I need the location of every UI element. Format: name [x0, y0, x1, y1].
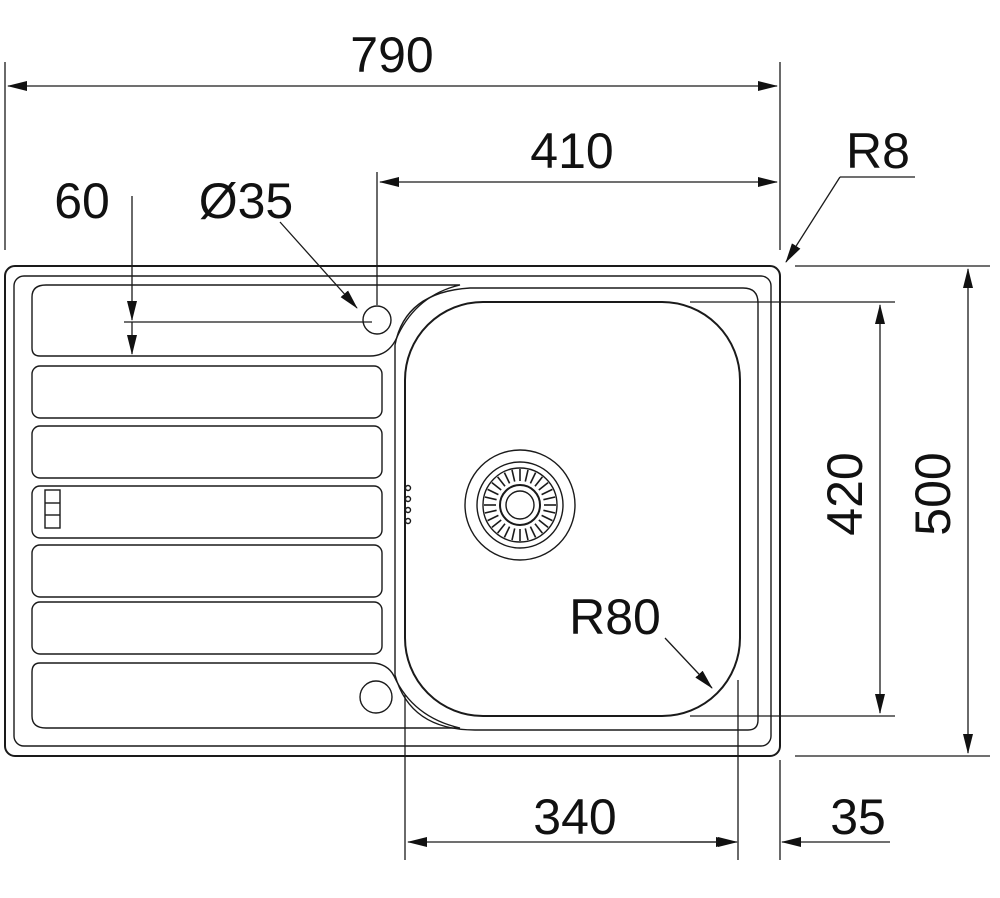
strainer	[464, 449, 576, 561]
sink-body	[4, 265, 781, 757]
strainer-slot	[491, 519, 502, 529]
dim-overall-depth: 500	[795, 265, 990, 757]
label-tap-hole: Ø35	[199, 173, 294, 229]
strainer-slot	[534, 476, 544, 487]
drainer-groove-5	[31, 601, 383, 655]
strainer-slot	[487, 514, 499, 522]
strainer-slot	[524, 528, 529, 541]
strainer-slot	[534, 523, 544, 534]
overflow-slot	[44, 489, 61, 529]
label-r8: R8	[846, 123, 910, 179]
drainer-groove-2	[31, 425, 383, 479]
dim-corner-radius: R8	[785, 123, 915, 263]
label-60: 60	[54, 173, 110, 229]
strainer-slot	[491, 481, 502, 491]
label-500: 500	[905, 452, 961, 535]
drainer-groove-1	[31, 365, 383, 419]
strainer-slot	[484, 496, 497, 501]
label-420: 420	[817, 452, 873, 535]
strainer-slot	[529, 472, 537, 484]
overflow-holes	[404, 484, 412, 525]
strainer-slot	[524, 469, 529, 482]
strainer-slot	[543, 496, 556, 501]
dim-bowl-width: 340	[404, 680, 739, 860]
strainer-slot	[511, 528, 516, 541]
label-340: 340	[533, 789, 616, 845]
label-r80: R80	[569, 589, 661, 645]
strainer-slot	[487, 488, 499, 496]
label-410: 410	[530, 123, 613, 179]
strainer-slot	[484, 509, 497, 514]
sink-outer-outline	[4, 265, 781, 757]
dim-bowl-depth: 420	[690, 301, 895, 717]
strainer-slot	[496, 476, 506, 487]
label-35: 35	[830, 789, 886, 845]
label-790: 790	[350, 27, 433, 83]
bowl-inner-outline	[404, 301, 741, 717]
dim-rim-offset: 35	[680, 760, 890, 860]
dim-bowl-offset: 410	[376, 123, 778, 305]
drainer-bottom-shelf	[31, 662, 461, 729]
drainer-board	[31, 284, 461, 729]
strainer-slot	[511, 469, 516, 482]
strainer-slot	[503, 472, 511, 484]
sink-rim-outline	[13, 275, 772, 747]
drainer-groove-4	[31, 544, 383, 598]
drainer-groove-3	[31, 485, 383, 539]
waste-hole	[359, 680, 393, 714]
bowl-outer-outline	[394, 287, 759, 731]
strainer-slot	[538, 519, 549, 529]
dim-drainer-depth: 60	[54, 173, 372, 355]
dim-overall-width: 790	[4, 27, 781, 250]
strainer-slot	[543, 509, 556, 514]
dim-tap-hole: Ø35	[199, 173, 358, 309]
bowl	[394, 287, 759, 731]
strainer-slot	[538, 481, 549, 491]
tap-hole	[362, 305, 392, 335]
strainer-slot	[541, 514, 553, 522]
strainer-slot	[541, 488, 553, 496]
drainer-top-shelf	[31, 284, 461, 357]
strainer-slot	[503, 526, 511, 538]
dim-bowl-corner-radius: R80	[569, 589, 713, 689]
strainer-slot	[496, 523, 506, 534]
strainer-slot	[529, 526, 537, 538]
